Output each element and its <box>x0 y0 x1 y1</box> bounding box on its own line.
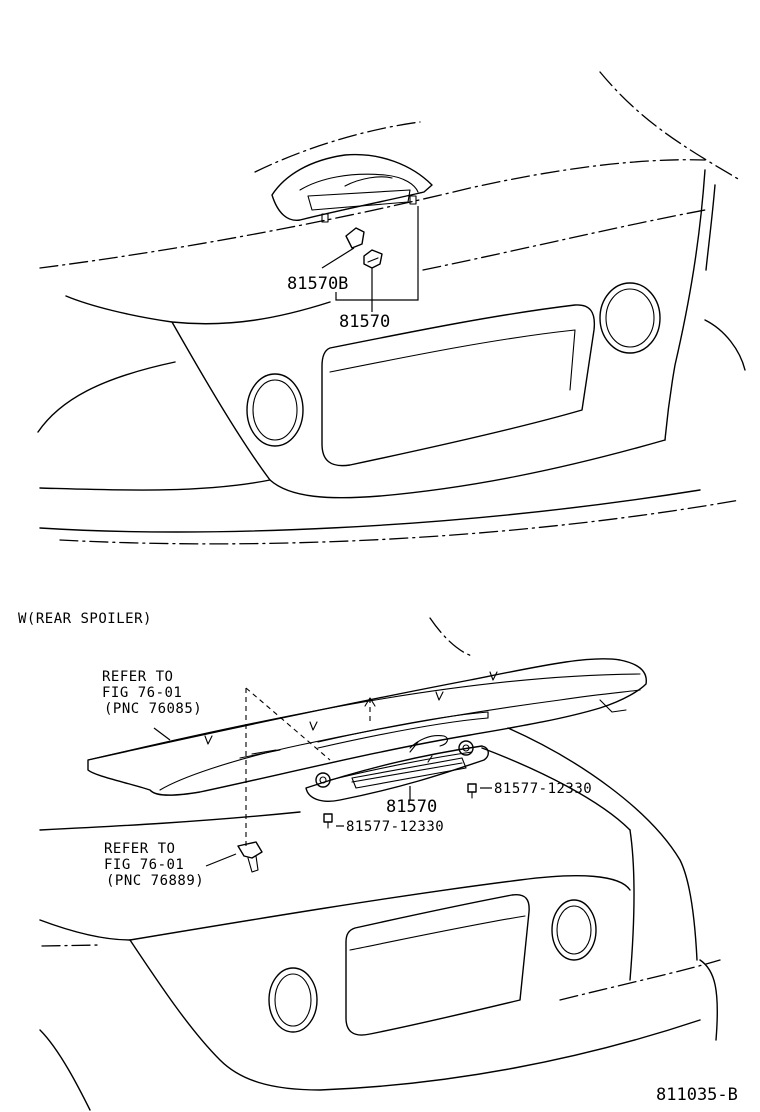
screw-left-part <box>323 813 344 829</box>
callout-81577-right: 81577-12330 <box>494 781 592 797</box>
callout-81570-lower: 81570 <box>386 797 437 817</box>
refer-spoiler-line3: (PNC 76085) <box>104 701 202 717</box>
callout-81570-upper: 81570 <box>339 312 390 332</box>
high-mount-stop-lamp <box>271 153 433 223</box>
upper-car-body <box>37 71 746 545</box>
spoiler-clip <box>153 687 331 873</box>
refer-spoiler-line2: FIG 76-01 <box>102 685 182 701</box>
callout-81570b: 81570B <box>287 274 348 294</box>
figure-code: 811035-B <box>656 1085 738 1105</box>
refer-clip-line3: (PNC 76889) <box>106 873 204 889</box>
refer-spoiler-line1: REFER TO <box>102 669 173 685</box>
refer-clip-line2: FIG 76-01 <box>104 857 184 873</box>
bulb-socket-part <box>345 227 383 269</box>
screw-right-part <box>467 783 492 799</box>
section-title: W(REAR SPOILER) <box>18 611 152 627</box>
spoiler-stop-lamp <box>305 735 489 802</box>
rear-spoiler <box>87 658 647 796</box>
lower-car-body <box>39 617 721 1111</box>
callout-81577-left: 81577-12330 <box>346 819 444 835</box>
refer-clip-line1: REFER TO <box>104 841 175 857</box>
upper-leaders <box>321 206 419 312</box>
